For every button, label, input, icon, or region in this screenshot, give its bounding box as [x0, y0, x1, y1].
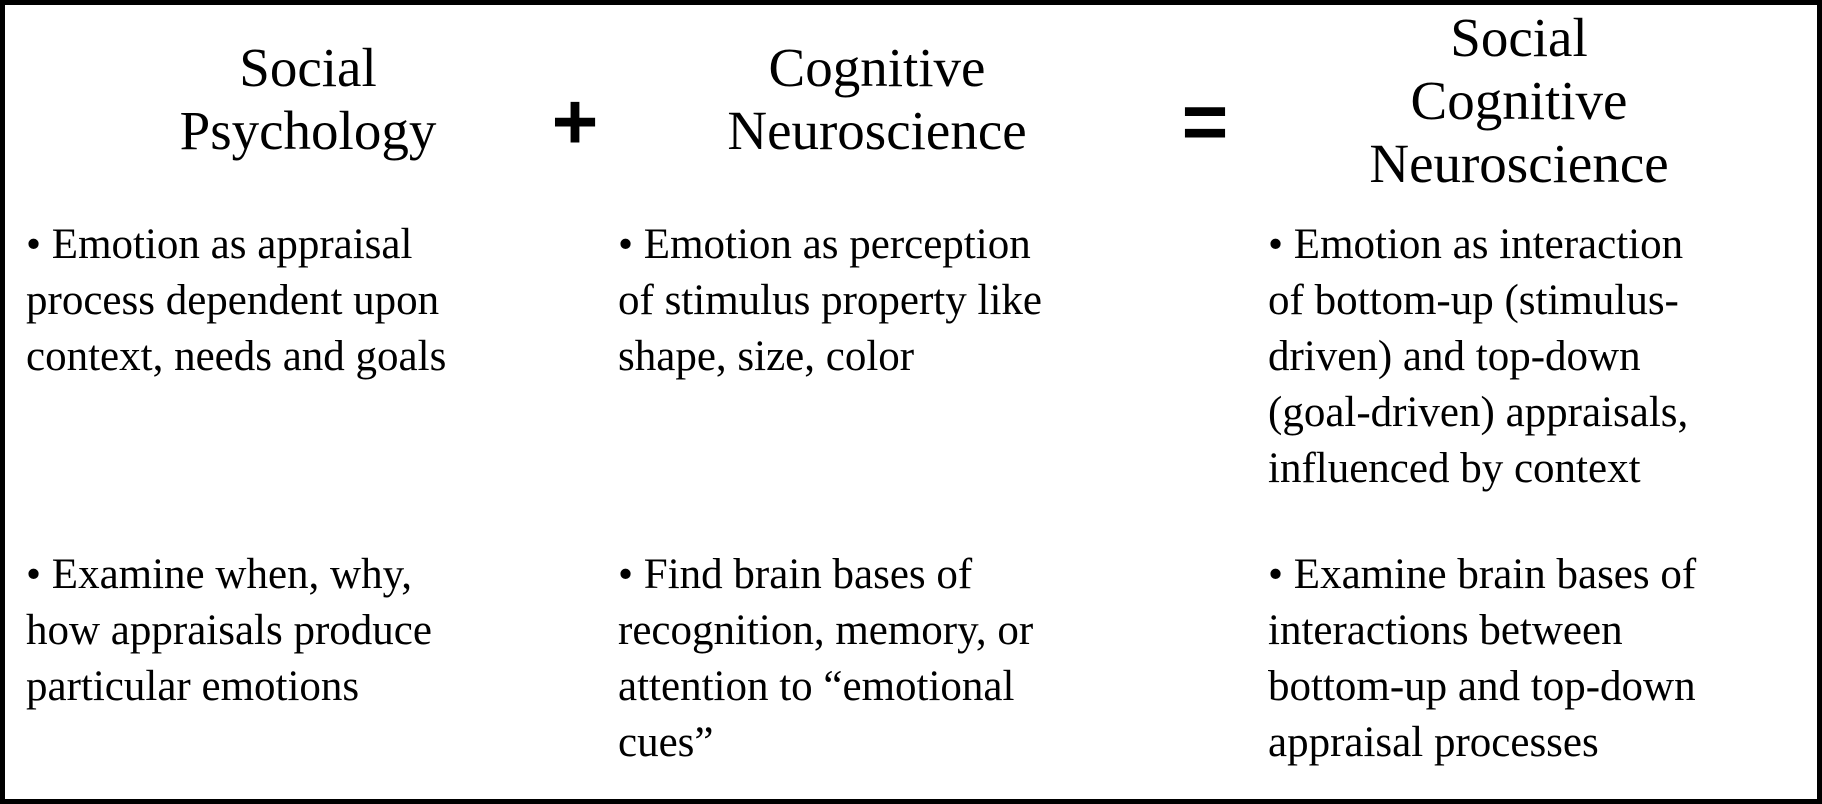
bullet-social-cognitive-neuroscience-examine: • Examine brain bases of interactions be…: [1268, 551, 1697, 766]
equals-sign: =: [1181, 77, 1229, 166]
column-header-social-cognitive-neuroscience: Social Cognitive Neuroscience: [1369, 7, 1669, 194]
bullet-cognitive-neuroscience-find: • Find brain bases of recognition, memor…: [618, 551, 1034, 766]
bullet-cognitive-neuroscience-emotion: • Emotion as perception of stimulus prop…: [618, 221, 1042, 380]
bullet-social-psychology-emotion: • Emotion as appraisal process dependent…: [26, 221, 447, 380]
bullet-social-cognitive-neuroscience-emotion: • Emotion as interaction of bottom-up (s…: [1268, 221, 1689, 492]
column-header-cognitive-neuroscience: Cognitive Neuroscience: [727, 37, 1027, 161]
bullet-social-psychology-examine: • Examine when, why, how appraisals prod…: [26, 551, 432, 710]
plus-sign: +: [551, 77, 599, 166]
column-header-social-psychology: Social Psychology: [179, 37, 437, 161]
